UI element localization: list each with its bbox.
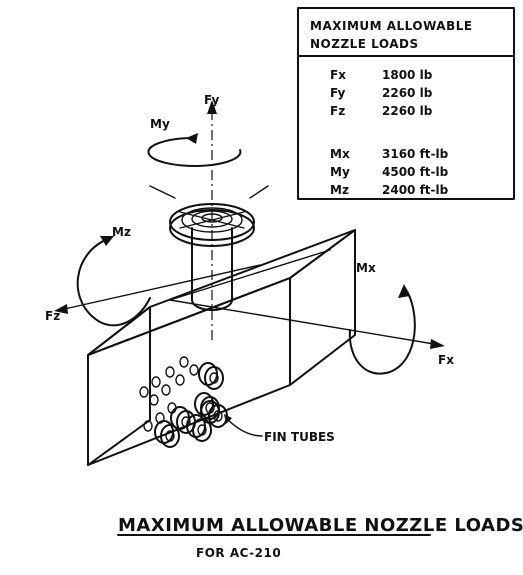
table-border	[297, 7, 515, 200]
label-fx: Fx	[438, 353, 454, 367]
fz-axis-line	[59, 264, 261, 311]
fz-arrowhead	[54, 304, 68, 314]
fin-tubes	[154, 362, 228, 448]
tube-hole	[149, 394, 159, 406]
table-row-fy-value: 2260 lb	[382, 86, 433, 100]
table-row-fx-label: Fx	[330, 68, 346, 82]
table-row-my-value: 4500 ft-lb	[382, 165, 449, 179]
tube-hole	[175, 374, 185, 386]
table-row-my-label: My	[330, 165, 350, 179]
mx-moment-arc	[348, 287, 416, 375]
moments	[76, 133, 416, 375]
mz-moment-arc	[76, 237, 151, 327]
table-row-fz-label: Fz	[330, 104, 345, 118]
table-row-fy-label: Fy	[330, 86, 346, 100]
table-row-mz-label: Mz	[330, 183, 349, 197]
drawing-subtitle: FOR AC-210	[196, 546, 281, 560]
fin-tube	[170, 406, 196, 434]
fx-axis-line	[169, 299, 441, 346]
table-row-mz-value: 2400 ft-lb	[382, 183, 449, 197]
tube-hole	[179, 356, 189, 368]
fin-tube	[200, 400, 228, 428]
flange-axis-tick-2	[249, 185, 269, 199]
table-row-mx-value: 3160 ft-lb	[382, 147, 449, 161]
box-front-face	[87, 277, 291, 466]
tube-hole	[189, 364, 199, 376]
label-my: My	[150, 117, 170, 131]
label-mz: Mz	[112, 225, 131, 239]
flange-axis-tick-1	[149, 185, 176, 199]
tube-hole	[139, 386, 149, 398]
table-row-mx-label: Mx	[330, 147, 350, 161]
axes	[54, 100, 445, 349]
tube-hole	[143, 420, 153, 432]
mx-moment-arrowhead	[398, 284, 410, 298]
nozzle-pipe	[191, 227, 233, 311]
table-row-fx-value: 1800 lb	[382, 68, 433, 82]
load-table: MAXIMUM ALLOWABLE NOZZLE LOADS Fx 1800 l…	[297, 7, 515, 200]
my-moment-arc	[147, 137, 242, 167]
mz-moment-arrowhead	[100, 236, 114, 246]
box-right-face	[289, 229, 356, 386]
header-box	[87, 229, 356, 466]
callout-leader	[225, 417, 263, 437]
fx-arrowhead	[430, 339, 445, 349]
fy-arrowhead	[207, 100, 217, 114]
tube-hole	[165, 366, 175, 378]
label-fy: Fy	[204, 93, 220, 107]
callout-arrowhead	[224, 414, 232, 424]
box-top-groove	[169, 249, 331, 301]
table-header-line-2: NOZZLE LOADS	[310, 37, 419, 51]
fin-tubes-callout: FIN TUBES	[264, 430, 335, 444]
table-header-line-1: MAXIMUM ALLOWABLE	[310, 19, 473, 33]
my-moment-arrowhead	[186, 133, 198, 144]
tube-hole	[161, 384, 171, 396]
label-mx: Mx	[356, 261, 376, 275]
fin-tube	[154, 420, 180, 448]
table-row-fz-value: 2260 lb	[382, 104, 433, 118]
fin-tube	[198, 362, 224, 390]
drawing-title: MAXIMUM ALLOWABLE NOZZLE LOADS	[118, 515, 523, 536]
tube-hole	[151, 376, 161, 388]
label-fz: Fz	[45, 309, 60, 323]
box-top-face	[87, 229, 356, 356]
